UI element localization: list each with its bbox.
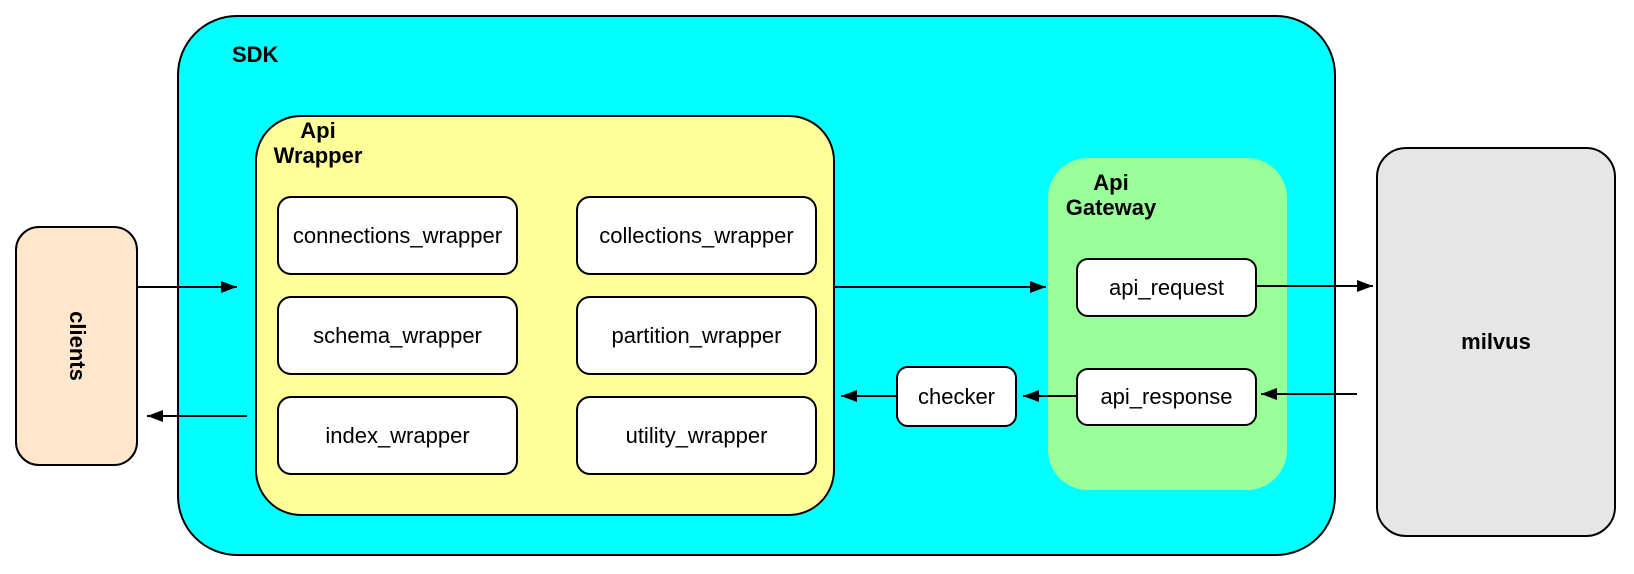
checker-box: checker (896, 366, 1017, 427)
partition-wrapper-label: partition_wrapper (611, 322, 782, 348)
milvus-box: milvus (1376, 147, 1616, 537)
sdk-label: SDK (232, 42, 279, 67)
index-wrapper-label: index_wrapper (325, 422, 470, 448)
utility-wrapper-label: utility_wrapper (625, 422, 768, 448)
api-request-label: api_request (1109, 274, 1224, 300)
utility-wrapper-box: utility_wrapper (576, 396, 817, 475)
connections-wrapper-box: connections_wrapper (277, 196, 518, 275)
schema-wrapper-box: schema_wrapper (277, 296, 518, 375)
partition-wrapper-box: partition_wrapper (576, 296, 817, 375)
connections-wrapper-label: connections_wrapper (292, 222, 503, 248)
collections-wrapper-box: collections_wrapper (576, 196, 817, 275)
schema-wrapper-label: schema_wrapper (313, 322, 482, 348)
api-wrapper-label-line1: Api (300, 118, 336, 143)
api-response-label: api_response (1100, 384, 1233, 409)
api-response-box: api_response (1076, 368, 1257, 426)
clients-box: clients (15, 226, 138, 466)
checker-label: checker (917, 383, 996, 409)
api-request-box: api_request (1076, 258, 1257, 317)
index-wrapper-box: index_wrapper (277, 396, 518, 475)
api-gateway-label-line2: Gateway (1065, 195, 1157, 220)
milvus-label: milvus (1461, 329, 1531, 354)
clients-label: clients (64, 311, 90, 381)
api-wrapper-label-line2: Wrapper (273, 143, 363, 168)
api-gateway-label-line1: Api (1093, 170, 1129, 195)
collections-wrapper-label: collections_wrapper (599, 222, 794, 248)
api-gateway-container (1048, 158, 1287, 490)
